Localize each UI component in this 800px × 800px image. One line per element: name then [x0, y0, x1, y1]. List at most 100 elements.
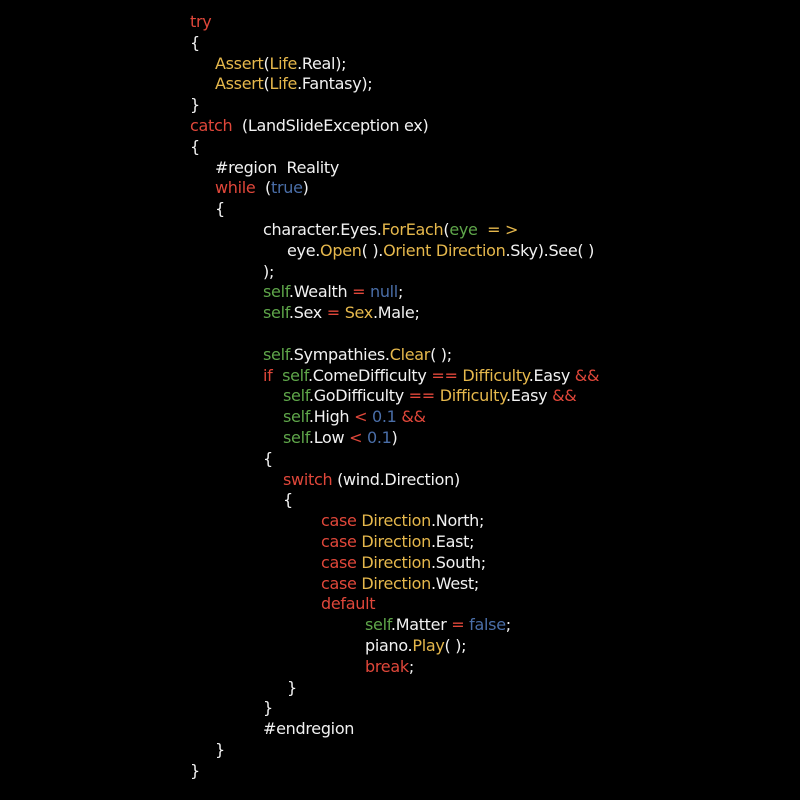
code-token: .ComeDifficulty	[307, 365, 432, 385]
code-token: default	[321, 594, 376, 614]
code-line: }	[190, 95, 200, 115]
code-line: {	[283, 490, 293, 510]
code-token: Difficulty	[439, 386, 507, 406]
code-token: ;	[408, 656, 414, 676]
code-token: ;	[397, 282, 404, 302]
code-token: ( );	[444, 636, 467, 655]
code-line: while (true)	[215, 178, 309, 198]
code-token: ( );	[430, 344, 452, 364]
code-line: self.Sex = Sex.Male;	[263, 303, 420, 323]
code-token: }	[287, 677, 297, 697]
code-token: false	[469, 615, 506, 635]
code-line: {	[263, 449, 273, 469]
code-line: self.Matter = false;	[365, 615, 511, 635]
code-token: &&	[574, 365, 600, 385]
code-token: .Wealth	[288, 282, 353, 302]
code-token: .High	[308, 407, 355, 427]
code-line: }	[190, 761, 200, 781]
code-token: try	[190, 12, 212, 31]
code-token: self	[263, 344, 289, 364]
code-token: Direction	[361, 532, 431, 551]
code-token: (	[255, 178, 271, 198]
code-token: }	[190, 95, 200, 115]
code-token	[272, 366, 282, 385]
code-token: case	[321, 532, 357, 551]
code-token: )	[391, 428, 398, 447]
code-line: self.GoDifficulty == Difficulty.Easy &&	[283, 386, 577, 406]
code-token: ==	[431, 365, 458, 385]
code-token: .East;	[430, 532, 475, 551]
code-token: #endregion	[263, 719, 355, 739]
code-token: =	[451, 615, 465, 635]
code-token: );	[263, 261, 275, 281]
code-line: self.Sympathies.Clear( );	[263, 345, 452, 365]
code-token: .South;	[430, 552, 486, 572]
code-token: case	[321, 511, 357, 531]
code-token: {	[215, 199, 225, 219]
code-line: case Direction.East;	[321, 532, 474, 552]
code-token: )	[302, 178, 309, 198]
code-line: if self.ComeDifficulty == Difficulty.Eas…	[263, 366, 599, 386]
code-token: ForEach	[381, 220, 444, 239]
code-token: ( ).	[361, 240, 384, 260]
code-token: case	[321, 552, 357, 572]
code-token: eye.	[287, 240, 321, 260]
code-token: &&	[552, 386, 577, 406]
code-token: .Real);	[297, 53, 347, 73]
code-token: .Sex	[288, 303, 327, 323]
code-token: Life	[269, 53, 298, 73]
code-line: #region Reality	[215, 158, 339, 178]
code-line: Assert(Life.Fantasy);	[215, 74, 373, 94]
code-line: #endregion	[263, 719, 354, 739]
code-token: case	[321, 573, 357, 593]
code-token: self	[263, 303, 289, 323]
code-token: Orient Direction	[383, 240, 506, 260]
code-token: Direction	[361, 573, 431, 593]
code-line: Assert(Life.Real);	[215, 53, 347, 74]
code-token: piano.	[365, 636, 413, 655]
code-token: =	[352, 282, 366, 302]
code-token: Open	[320, 240, 362, 260]
code-token: {	[190, 136, 200, 156]
code-line: {	[190, 33, 200, 53]
code-token: }	[190, 760, 200, 780]
code-line: try	[190, 12, 212, 32]
code-token: true	[270, 178, 303, 198]
code-token: (wind.Direction)	[332, 469, 460, 489]
code-token: {	[263, 448, 273, 468]
code-token: Assert	[215, 74, 264, 94]
code-token: .Easy	[506, 386, 553, 406]
code-line: case Direction.West;	[321, 574, 479, 594]
code-token: while	[215, 178, 256, 198]
code-token: catch	[190, 116, 233, 135]
code-token: 0.1	[371, 407, 397, 427]
code-token: }	[215, 740, 225, 759]
code-token: Assert	[215, 53, 264, 73]
code-line: {	[215, 199, 225, 219]
code-token: .Sympathies.	[288, 344, 390, 364]
code-token: #region Reality	[215, 157, 340, 177]
code-token: Direction	[361, 552, 431, 572]
code-token: Sex	[344, 303, 374, 323]
code-line: }	[287, 678, 297, 698]
code-line: eye.Open( ).Orient Direction.Sky).See( )	[287, 241, 594, 261]
code-line: break;	[365, 657, 414, 677]
code-line: catch (LandSlideException ex)	[190, 116, 429, 136]
code-token: null	[369, 282, 398, 302]
code-token: (	[263, 74, 270, 94]
code-token: Difficulty	[462, 365, 529, 385]
code-token: self	[283, 407, 309, 427]
code-token: character.Eyes.	[263, 220, 382, 239]
code-token: Direction	[361, 511, 431, 531]
code-token: switch	[283, 469, 333, 489]
code-token: self	[365, 615, 391, 635]
code-token: 0.1	[367, 428, 392, 447]
code-token: <	[354, 407, 368, 427]
code-token: ==	[408, 386, 436, 406]
code-token: (	[443, 220, 450, 239]
code-line: self.High < 0.1 &&	[283, 407, 426, 427]
code-line: );	[263, 262, 274, 282]
code-line: piano.Play( );	[365, 636, 467, 656]
code-token: Life	[269, 74, 298, 94]
code-line: {	[190, 137, 200, 157]
